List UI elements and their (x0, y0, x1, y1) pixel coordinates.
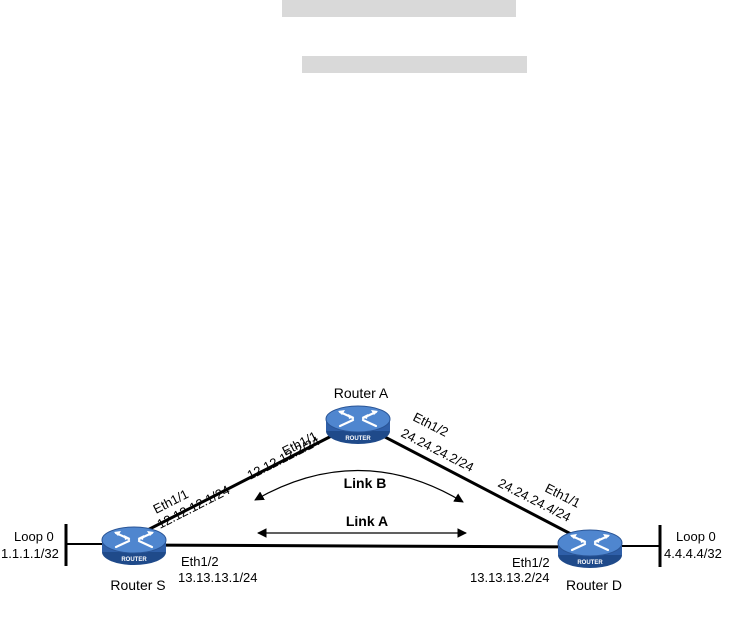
router-d-label: Router D (566, 577, 622, 593)
loopback-s-ip: 1.1.1.1/32 (1, 546, 59, 561)
link-b-label: Link B (344, 475, 387, 491)
loopback-d-name: Loop 0 (676, 529, 716, 544)
loopback-d-ip: 4.4.4.4/32 (664, 546, 722, 561)
redacted-bar-second (302, 56, 527, 73)
router-a-label: Router A (334, 385, 389, 401)
router-a-badge: ROUTER (345, 436, 371, 442)
router-s-eth1-2-name: Eth1/2 (181, 554, 219, 569)
router-s-icon[interactable]: ROUTER (100, 525, 168, 567)
link-a-d (359, 422, 593, 547)
link-s-d (129, 543, 591, 549)
link-s-a (127, 422, 356, 542)
router-d-eth1-2-name: Eth1/2 (512, 555, 550, 570)
router-a-icon[interactable]: ROUTER (324, 404, 392, 446)
router-d-eth1-2-ip: 13.13.13.2/24 (470, 570, 550, 585)
redacted-bar-top (282, 0, 516, 17)
router-d-icon[interactable]: ROUTER (556, 528, 624, 570)
link-a-label: Link A (346, 513, 388, 529)
router-s-badge: ROUTER (121, 557, 147, 563)
router-s-eth1-2-ip: 13.13.13.1/24 (178, 570, 258, 585)
router-s-label: Router S (110, 577, 165, 593)
loopback-s-name: Loop 0 (14, 529, 54, 544)
router-a-eth1-1-ip: 12.12.12.2/24 (245, 433, 323, 482)
link-b-arrow (254, 469, 464, 503)
router-d-badge: ROUTER (577, 560, 603, 566)
